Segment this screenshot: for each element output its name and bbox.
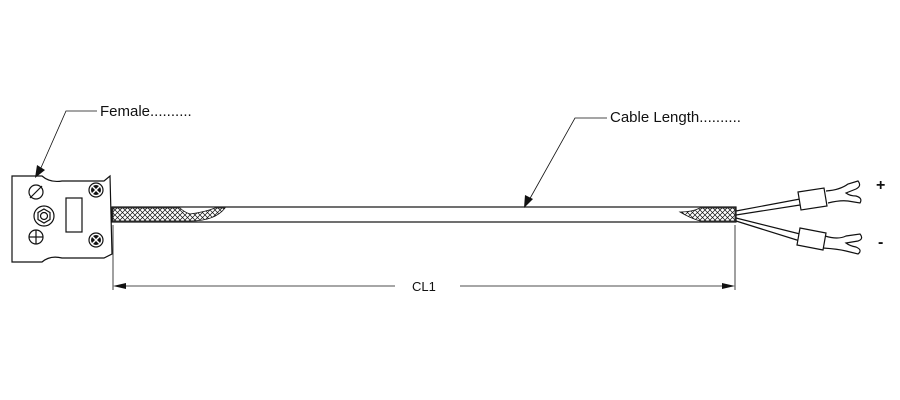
negative-lead — [735, 217, 863, 255]
braid-left — [112, 207, 226, 222]
female-connector — [11, 174, 113, 263]
positive-lead — [735, 180, 862, 216]
negative-marker: - — [878, 234, 883, 251]
cable-length-callout: Cable Length.......... — [524, 109, 741, 208]
female-label: Female.......... — [100, 103, 192, 120]
braid-right — [678, 207, 736, 222]
cable-length-label: Cable Length.......... — [610, 109, 741, 126]
cable — [111, 206, 737, 223]
female-callout: Female.......... — [35, 103, 192, 178]
dimension-label: CL1 — [412, 279, 436, 294]
positive-marker: + — [876, 177, 885, 194]
dimension-cl1: CL1 — [112, 225, 736, 294]
